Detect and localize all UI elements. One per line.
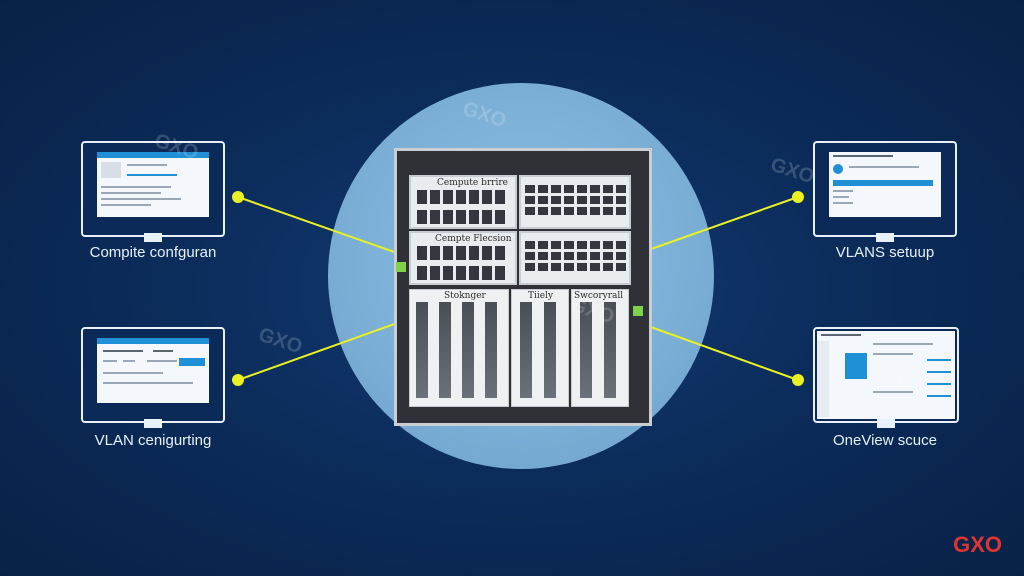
storage-label: Tiiely <box>528 291 554 301</box>
node-top-left <box>81 141 225 242</box>
node-bottom-right <box>813 327 959 428</box>
drive-slots <box>417 210 505 224</box>
monitor-icon <box>81 141 225 237</box>
link-top-left <box>237 196 401 255</box>
storage-label: Stoknger <box>444 291 486 301</box>
node-caption: Compite confguran <box>89 244 217 261</box>
compute-unit-1: Cempute brrire <box>409 175 517 229</box>
endpoint-dot <box>792 374 804 386</box>
server-rack: Cempute brrire Cempte Flecsion Stoknger … <box>394 148 652 426</box>
monitor-icon <box>813 141 957 237</box>
endpoint-dot <box>792 191 804 203</box>
storage-blade: Stoknger <box>409 289 509 407</box>
compute-unit-1-right <box>519 175 631 229</box>
status-led <box>633 306 643 316</box>
drive-grid <box>525 185 626 215</box>
storage-blade: Tiiely <box>511 289 569 407</box>
node-top-right <box>813 141 957 242</box>
link-bottom-right <box>636 321 799 381</box>
link-bottom-left <box>237 321 401 381</box>
node-caption: OneView scuce <box>833 432 937 449</box>
endpoint-dot <box>232 374 244 386</box>
monitor-icon <box>81 327 225 423</box>
drive-grid <box>525 241 626 271</box>
drive-slots <box>417 266 505 280</box>
drive-slots <box>417 190 505 204</box>
endpoint-dot <box>232 191 244 203</box>
monitor-icon <box>813 327 959 423</box>
compute-unit-2-right <box>519 231 631 285</box>
storage-blade: Swcoryrall <box>571 289 629 407</box>
node-caption: VLANS setuup <box>835 244 935 261</box>
compute-unit-2-title: Cempte Flecsion <box>435 234 512 244</box>
drive-slots <box>417 246 505 260</box>
node-bottom-left <box>81 327 225 428</box>
link-top-right <box>636 196 799 255</box>
compute-unit-1-title: Cempute brrire <box>437 178 508 188</box>
storage-label: Swcoryrall <box>574 291 624 301</box>
compute-unit-2: Cempte Flecsion <box>409 231 517 285</box>
brand-logo: GXO <box>953 532 1002 557</box>
node-caption: VLAN cenigurting <box>94 432 212 449</box>
status-led <box>396 262 406 272</box>
